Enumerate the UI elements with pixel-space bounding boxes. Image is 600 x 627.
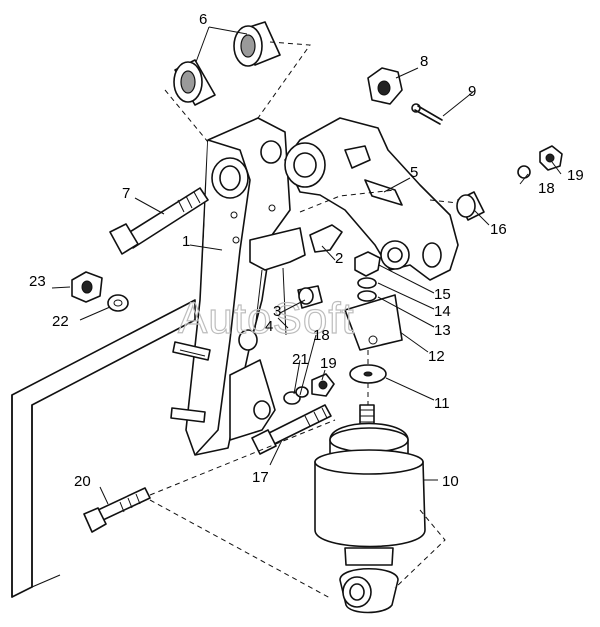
callout-12: 12 (428, 348, 445, 365)
assembly-lines (149, 189, 459, 599)
callout-19-right: 19 (567, 167, 584, 184)
callout-1: 1 (182, 233, 190, 250)
mount-bracket-12 (344, 294, 403, 351)
callout-18-right: 18 (538, 180, 555, 197)
pivot-bolt (109, 187, 209, 255)
callout-17: 17 (252, 469, 269, 486)
bushing-pair (164, 21, 311, 143)
washer-14 (357, 277, 377, 289)
callout-21: 21 (292, 351, 309, 368)
callout-16: 16 (490, 221, 507, 238)
main-bracket (185, 117, 306, 456)
callout-20: 20 (74, 473, 91, 490)
callout-4: 4 (265, 318, 273, 335)
rubber-buffer (309, 224, 343, 253)
callout-5: 5 (410, 164, 418, 181)
callout-8: 8 (420, 53, 428, 70)
callout-22: 22 (52, 313, 69, 330)
callout-6: 6 (199, 11, 207, 28)
nut-19-right (539, 145, 563, 171)
callout-11: 11 (434, 395, 450, 412)
callout-3: 3 (273, 303, 281, 320)
callout-13: 13 (434, 322, 451, 339)
leader-lines (51, 26, 562, 505)
callout-15: 15 (434, 286, 451, 303)
callout-7: 7 (122, 185, 130, 202)
castle-nut (367, 67, 403, 105)
nut-left (71, 271, 103, 303)
air-spring (314, 404, 426, 614)
washer-21 (283, 391, 301, 405)
callout-10: 10 (442, 473, 459, 490)
lower-bolt-17 (251, 404, 332, 455)
callout-23: 23 (29, 273, 46, 290)
bracket-bolt-lower (170, 407, 206, 423)
callout-18-lower: 18 (313, 327, 330, 344)
callout-labels: 6 8 9 7 5 18 19 1 16 2 23 15 14 22 3 4 1… (29, 11, 584, 490)
callout-9: 9 (468, 83, 476, 100)
cotter-pin (411, 103, 443, 125)
lower-bolt-20 (83, 487, 151, 533)
nut-15 (354, 251, 381, 277)
swing-arm (284, 117, 459, 281)
frame-rail (11, 299, 196, 598)
washer-13 (357, 290, 377, 302)
watermark: AutoSoft (178, 294, 355, 343)
washer-left (107, 294, 129, 312)
callout-14: 14 (434, 303, 451, 320)
pad-11 (349, 364, 387, 384)
callout-19-lower: 19 (320, 355, 337, 372)
bracket-bolt-upper (172, 341, 211, 361)
washer-18-right (517, 165, 531, 179)
callout-2: 2 (335, 250, 343, 267)
